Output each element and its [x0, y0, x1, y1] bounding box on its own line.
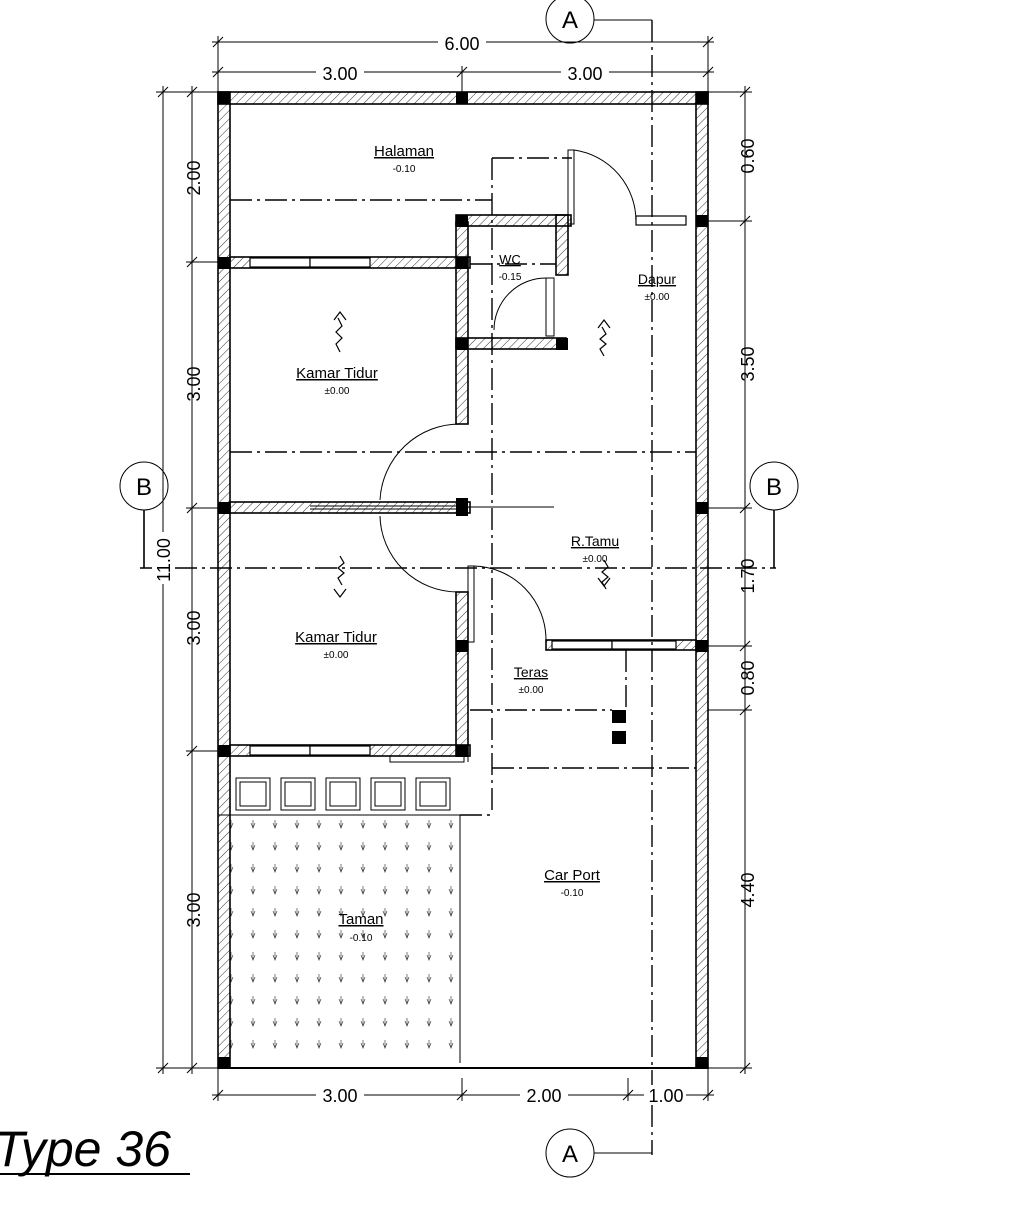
room-wc: WC -0.15: [499, 252, 522, 283]
room-kamar-tidur-1: Kamar Tidur ±0.00: [296, 365, 378, 397]
dim-right-4: 0.80: [738, 660, 758, 695]
room-teras: Teras ±0.00: [514, 664, 548, 696]
room-halaman: Halaman -0.10: [374, 143, 434, 175]
room-name: Car Port: [544, 867, 601, 884]
room-level: ±0.00: [325, 386, 350, 397]
room-name: Kamar Tidur: [296, 365, 378, 382]
room-name: Taman: [338, 911, 383, 928]
planter-boxes: [235, 777, 451, 811]
arrow-icons: [333, 311, 611, 598]
room-car-port: Car Port -0.10: [544, 867, 601, 899]
room-level: -0.10: [561, 888, 584, 899]
dimension-labels: 6.00 3.00 3.00 2.00 3.00 3.00 3.00 11.00…: [152, 32, 758, 1106]
structural-columns: [218, 92, 708, 1069]
section-marker-a-bottom: A: [545, 1128, 595, 1178]
dim-bottom-2: 2.00: [526, 1086, 561, 1106]
dim-left-total: 11.00: [154, 538, 174, 582]
section-marker-b-right: B: [749, 461, 799, 511]
room-dapur: Dapur ±0.00: [638, 271, 676, 303]
room-level: ±0.00: [645, 292, 670, 303]
room-kamar-tidur-2: Kamar Tidur ±0.00: [295, 629, 377, 661]
title-text: Type 36: [0, 1121, 171, 1177]
taman-grass: [230, 815, 460, 1060]
room-name: R.Tamu: [571, 533, 619, 549]
room-taman: Taman -0.10: [338, 911, 383, 944]
room-level: -0.15: [499, 272, 522, 283]
dim-right-3: 1.70: [738, 558, 758, 593]
room-name: Dapur: [638, 271, 676, 287]
dim-right-2: 3.50: [738, 346, 758, 381]
grid-lines: [140, 20, 776, 1155]
room-name: Halaman: [374, 143, 434, 160]
dim-right-5: 4.40: [738, 872, 758, 907]
interior-walls: [229, 214, 697, 757]
svg-text:B: B: [766, 474, 782, 501]
doors: [310, 149, 637, 763]
svg-text:A: A: [562, 7, 578, 34]
dim-left-4: 3.00: [184, 892, 204, 927]
dimension-lines: [156, 36, 752, 1101]
dim-left-2: 3.00: [184, 366, 204, 401]
room-level: ±0.00: [519, 685, 544, 696]
section-marker-b-left: B: [119, 461, 169, 511]
room-level: -0.10: [393, 164, 416, 175]
section-marker-a-top: A: [545, 0, 595, 44]
room-level: ±0.00: [583, 554, 608, 565]
room-name: Teras: [514, 664, 548, 680]
room-name: Kamar Tidur: [295, 629, 377, 646]
windows: [249, 215, 687, 756]
svg-text:B: B: [136, 474, 152, 501]
room-r-tamu: R.Tamu ±0.00: [571, 533, 619, 565]
dim-left-3: 3.00: [184, 610, 204, 645]
drawing-title: Type 36: [0, 1121, 190, 1177]
room-level: ±0.00: [324, 650, 349, 661]
room-level: -0.10: [350, 933, 373, 944]
room-name: WC: [499, 252, 521, 267]
dim-left-1: 2.00: [184, 160, 204, 195]
dim-right-1: 0.60: [738, 138, 758, 173]
dim-top-right: 3.00: [567, 64, 602, 84]
dim-bottom-1: 3.00: [322, 1086, 357, 1106]
dim-bottom-3: 1.00: [648, 1086, 683, 1106]
section-cut-a: [570, 19, 652, 1154]
svg-text:A: A: [562, 1141, 578, 1168]
dim-top-total: 6.00: [444, 34, 479, 54]
dim-top-left: 3.00: [322, 64, 357, 84]
